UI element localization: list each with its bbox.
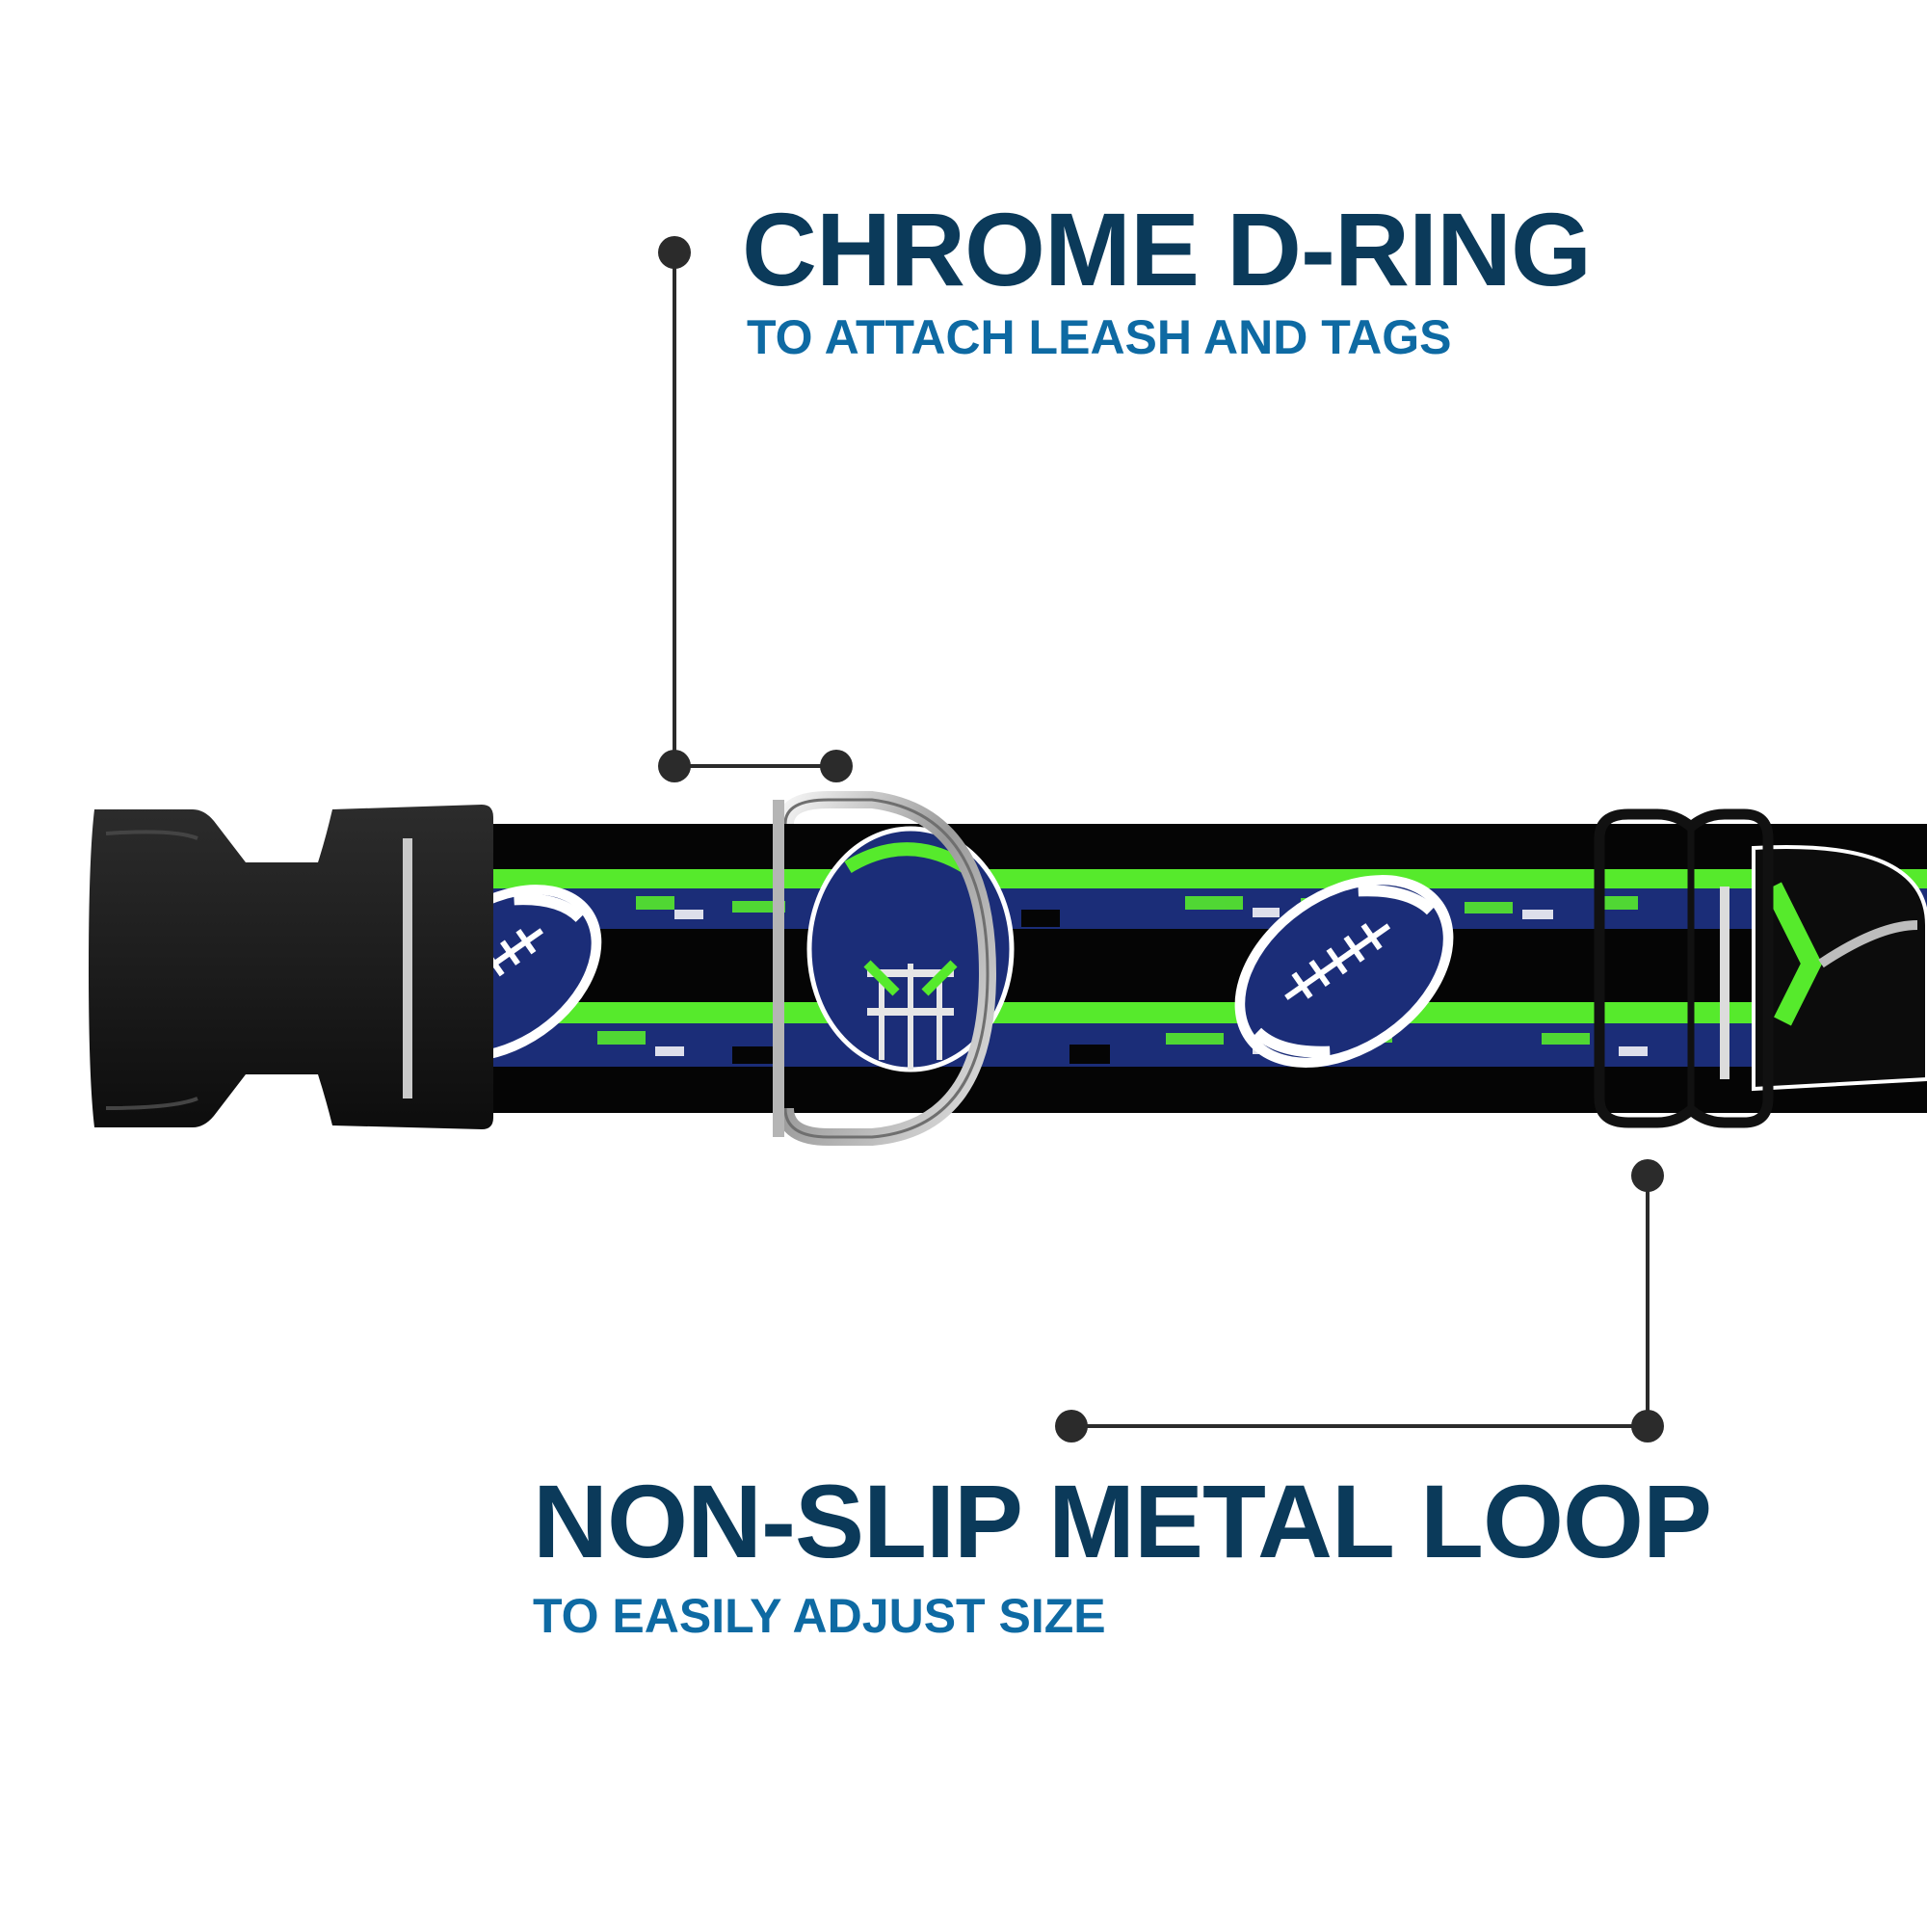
loop-callout-title: NON-SLIP METAL LOOP [533, 1463, 1712, 1579]
side-release-buckle [89, 805, 493, 1129]
helmet-graphic-right [1720, 845, 1927, 1092]
dring-leader-dot-corner [658, 750, 691, 782]
loop-leader-line [1071, 1176, 1650, 1428]
dring-leader-line [673, 252, 836, 768]
dring-leader-dot-top [658, 236, 691, 269]
chrome-d-ring [773, 791, 997, 1146]
loop-leader-dot-top [1631, 1159, 1664, 1192]
dring-callout-subtitle: TO ATTACH LEASH AND TAGS [747, 310, 1452, 364]
loop-leader-dot-end [1055, 1410, 1088, 1442]
bottom-pattern-band [409, 1023, 1927, 1067]
collar-strap [409, 824, 1927, 1113]
helmet-graphic [806, 826, 1015, 1072]
loop-leader-dot-corner [1631, 1410, 1664, 1442]
non-slip-metal-loop [1594, 808, 1774, 1128]
bottom-green-stripe [409, 1002, 1927, 1023]
top-green-stripe [409, 869, 1927, 888]
loop-callout-subtitle: TO EASILY ADJUST SIZE [533, 1589, 1106, 1643]
football-graphic-center [1234, 875, 1454, 1068]
dring-callout-title: CHROME D-RING [742, 191, 1592, 307]
dring-leader-dot-end [820, 750, 853, 782]
